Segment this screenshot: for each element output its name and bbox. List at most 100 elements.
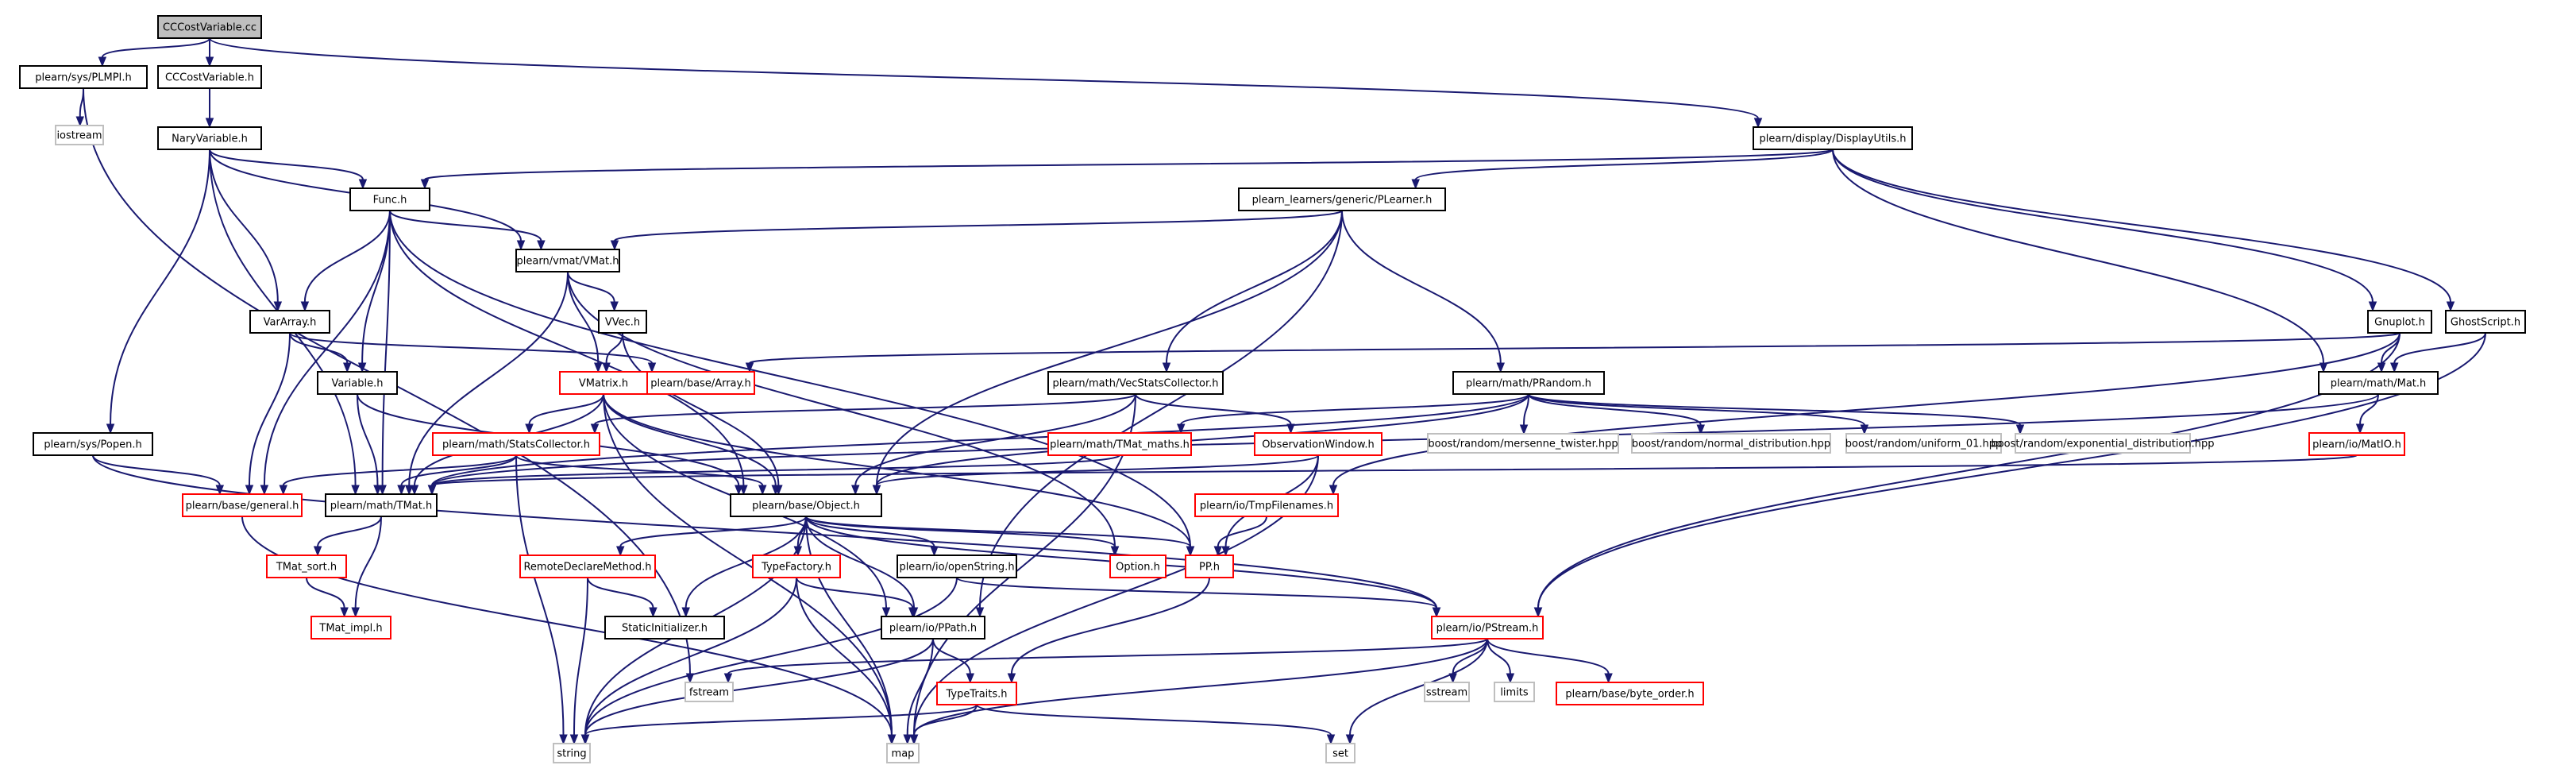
node-array[interactable]: plearn/base/Array.h (646, 371, 755, 395)
arrowhead-icon (887, 734, 897, 745)
node-label: Variable.h (331, 378, 383, 390)
edge-vararray-to-variable (289, 332, 352, 373)
edge-line (1523, 393, 1529, 426)
edge-line (906, 638, 934, 736)
edge-typetraits-to-string (580, 704, 978, 745)
arrowhead-icon (1286, 423, 1295, 435)
node-byteorder[interactable]: plearn/base/byte_order.h (1556, 682, 1704, 705)
node-matio[interactable]: plearn/io/MatIO.h (2308, 432, 2405, 456)
node-vecstats[interactable]: plearn/math/VecStatsCollector.h (1047, 371, 1224, 395)
node-vararray[interactable]: VarArray.h (249, 310, 330, 334)
node-box (1254, 432, 1382, 456)
node-typetraits[interactable]: TypeTraits.h (936, 682, 1017, 705)
edge-vmat-to-vmatrix (567, 271, 603, 373)
node-tmatsort[interactable]: TMat_sort.h (266, 555, 347, 578)
arrowhead-icon (580, 734, 590, 745)
edge-line (303, 210, 391, 303)
arrowhead-icon (1186, 546, 1195, 557)
node-typefactory[interactable]: TypeFactory.h (752, 555, 841, 578)
edge-line (587, 577, 654, 609)
node-label: ObservationWindow.h (1262, 439, 1375, 451)
edge-prandom-to-tmatmaths (1177, 393, 1529, 435)
node-tmatimpl[interactable]: TMat_impl.h (310, 616, 391, 640)
arrowhead-icon (2446, 301, 2455, 312)
node-label: plearn/io/openString.h (899, 562, 1014, 574)
edge-line (622, 332, 780, 486)
node-box (1427, 433, 1619, 454)
node-openstring[interactable]: plearn/io/openString.h (897, 555, 1017, 578)
node-label: string (557, 748, 586, 760)
node-box (936, 682, 1017, 705)
edge-line (306, 577, 345, 609)
edge-statscol-to-tmat (397, 454, 517, 496)
edge-vmat-to-vvec (567, 271, 619, 312)
node-ppath[interactable]: plearn/io/PPath.h (881, 616, 985, 640)
node-pp[interactable]: PP.h (1185, 555, 1234, 578)
node-remote[interactable]: RemoteDeclareMethod.h (519, 555, 656, 578)
edge-line (876, 454, 1319, 486)
node-object[interactable]: plearn/base/Object.h (730, 493, 882, 517)
edge-func-to-variable (357, 210, 391, 373)
node-box (266, 555, 347, 578)
node-label: plearn/vmat/VMat.h (517, 256, 619, 268)
arrowhead-icon (1696, 424, 1705, 435)
node-mat[interactable]: plearn/math/Mat.h (2318, 371, 2439, 395)
edge-statscol-to-string (515, 454, 568, 745)
node-option[interactable]: Option.h (1109, 555, 1167, 578)
edge-plearner-to-vecstats (1162, 210, 1343, 373)
node-cccv-h[interactable]: CCCostVariable.h (157, 65, 262, 89)
edge-line (956, 577, 1437, 609)
node-plmpi[interactable]: plearn/sys/PLMPI.h (19, 65, 148, 89)
node-statscol[interactable]: plearn/math/StatsCollector.h (432, 432, 600, 456)
edge-func-to-vmat (389, 210, 546, 251)
edge-line (424, 149, 1834, 180)
arrowhead-icon (594, 362, 603, 373)
edge-line (528, 393, 604, 425)
node-plearner[interactable]: plearn_learners/generic/PLearner.h (1238, 187, 1446, 211)
edge-line (317, 516, 382, 547)
edge-line (249, 332, 291, 486)
node-obswin[interactable]: ObservationWindow.h (1254, 432, 1382, 456)
arrowhead-icon (106, 423, 115, 435)
node-box (1556, 682, 1704, 705)
edge-vmat-to-tmat (405, 271, 569, 496)
node-pstream[interactable]: plearn/io/PStream.h (1431, 616, 1544, 640)
node-tmpfn[interactable]: plearn/io/TmpFilenames.h (1194, 493, 1339, 517)
node-general[interactable]: plearn/base/general.h (182, 493, 303, 517)
arrowhead-icon (2390, 362, 2399, 373)
node-expon: boost/random/exponential_distribution.hp… (1991, 433, 2215, 454)
node-func[interactable]: Func.h (349, 187, 430, 211)
edge-line (361, 210, 391, 364)
node-vmatrix[interactable]: VMatrix.h (559, 371, 648, 395)
edge-line (614, 210, 1343, 242)
arrowhead-icon (903, 734, 912, 745)
node-staticinit[interactable]: StaticInitializer.h (604, 616, 725, 640)
arrowhead-icon (273, 301, 283, 312)
edge-line (92, 454, 221, 486)
edge-line (289, 332, 349, 364)
node-variable[interactable]: Variable.h (317, 371, 398, 395)
node-vvec[interactable]: VVec.h (598, 310, 647, 334)
node-tmat[interactable]: plearn/math/TMat.h (325, 493, 438, 517)
edge-vecstats-to-statscol (590, 393, 1136, 435)
edge-line (389, 210, 745, 486)
node-prandom[interactable]: plearn/math/PRandom.h (1452, 371, 1605, 395)
edge-line (389, 210, 1191, 547)
edge-line (796, 577, 893, 736)
edge-line (1217, 516, 1267, 547)
node-label: boost/random/mersenne_twister.hpp (1428, 439, 1618, 450)
node-tmatmaths[interactable]: plearn/math/TMat_maths.h (1047, 432, 1192, 456)
edge-object-to-remote (616, 516, 807, 557)
node-ghost[interactable]: GhostScript.h (2445, 310, 2526, 334)
edge-line (912, 704, 978, 736)
node-gnuplot[interactable]: Gnuplot.h (2367, 310, 2432, 334)
node-display[interactable]: plearn/display/DisplayUtils.h (1753, 126, 1913, 150)
node-popen[interactable]: plearn/sys/Popen.h (33, 432, 153, 456)
node-root[interactable]: CCCostVariable.cc (157, 15, 262, 39)
node-map: map (886, 743, 920, 763)
node-box (325, 493, 438, 517)
node-nary[interactable]: NaryVariable.h (157, 126, 262, 150)
node-vmat[interactable]: plearn/vmat/VMat.h (515, 249, 620, 272)
node-limits: limits (1494, 682, 1535, 702)
edge-line (603, 393, 893, 736)
